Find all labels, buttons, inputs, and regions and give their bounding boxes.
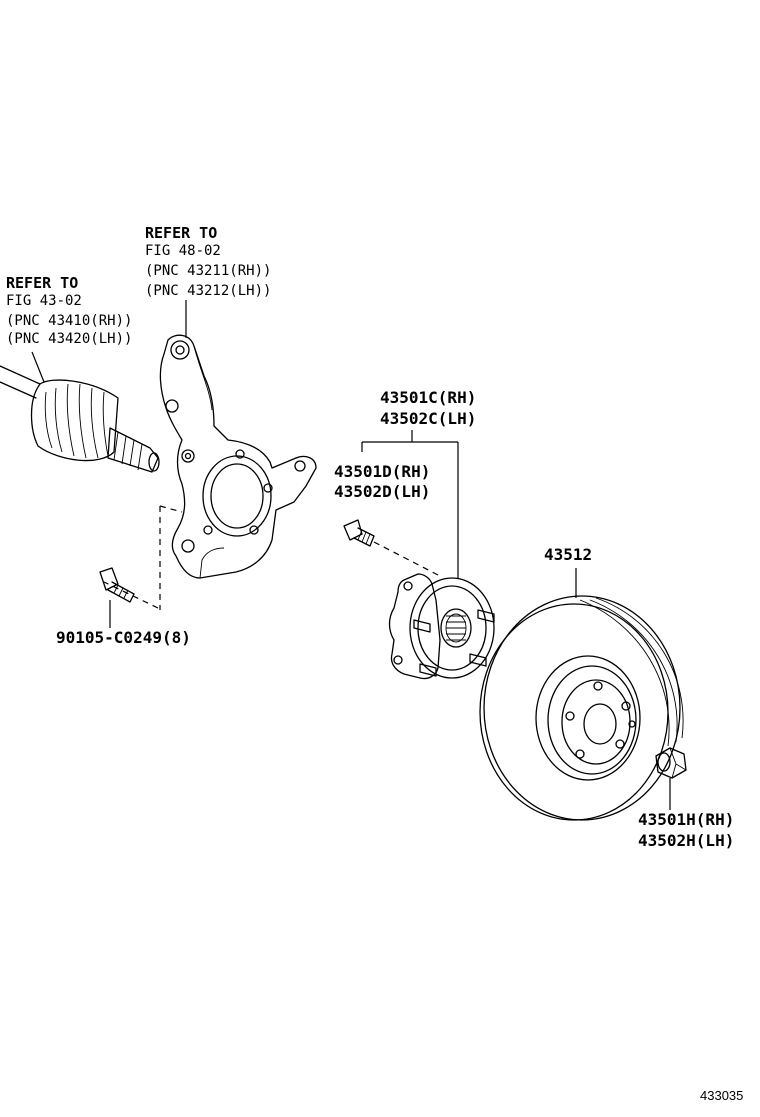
stud-lh-part-number[interactable]: 43502D(LH): [334, 482, 431, 501]
hub-rh-part-number[interactable]: 43501C(RH): [380, 388, 477, 407]
figure-number: 433035: [700, 1088, 744, 1103]
shaft-reference-leader: [31, 351, 45, 383]
hub-bracket-line: [361, 441, 459, 578]
nut-rh-part-number[interactable]: 43501H(RH): [638, 810, 735, 829]
bolt-dashed-knuckle: [159, 505, 183, 513]
shaft-pnc-lh-label: (PNC 43420(LH)): [6, 331, 133, 347]
stud-rh-part-number[interactable]: 43501D(RH): [334, 462, 431, 481]
nut-lh-part-number[interactable]: 43502H(LH): [638, 831, 735, 850]
steering-knuckle-illustration: [159, 334, 317, 579]
knuckle-fig-label: FIG 48-02: [145, 243, 221, 259]
stud-dashed-leader: [373, 541, 441, 577]
shaft-refer-label: REFER TO: [6, 274, 79, 292]
hub-lh-part-number[interactable]: 43502C(LH): [380, 409, 477, 428]
hub-stud-illustration: [343, 519, 375, 547]
hub-studs: [413, 609, 495, 677]
bolt-illustration: [99, 567, 135, 603]
bolt-dashed-leader: [103, 581, 159, 609]
knuckle-refer-label: REFER TO: [145, 224, 218, 242]
shaft-fig-label: FIG 43-02: [6, 293, 82, 309]
hub-nut-illustration: [655, 747, 687, 779]
knuckle-pnc-rh-label: (PNC 43211(RH)): [145, 263, 272, 279]
disc-part-number[interactable]: 43512: [544, 545, 593, 564]
drive-shaft-illustration: [0, 365, 160, 473]
disc-rotor-illustration: [479, 595, 684, 821]
knuckle-pnc-lh-label: (PNC 43212(LH)): [145, 283, 272, 299]
shaft-pnc-rh-label: (PNC 43410(RH)): [6, 313, 133, 329]
hub-bearing-illustration: [388, 573, 495, 680]
bolt-part-number[interactable]: 90105-C0249(8): [56, 628, 191, 647]
